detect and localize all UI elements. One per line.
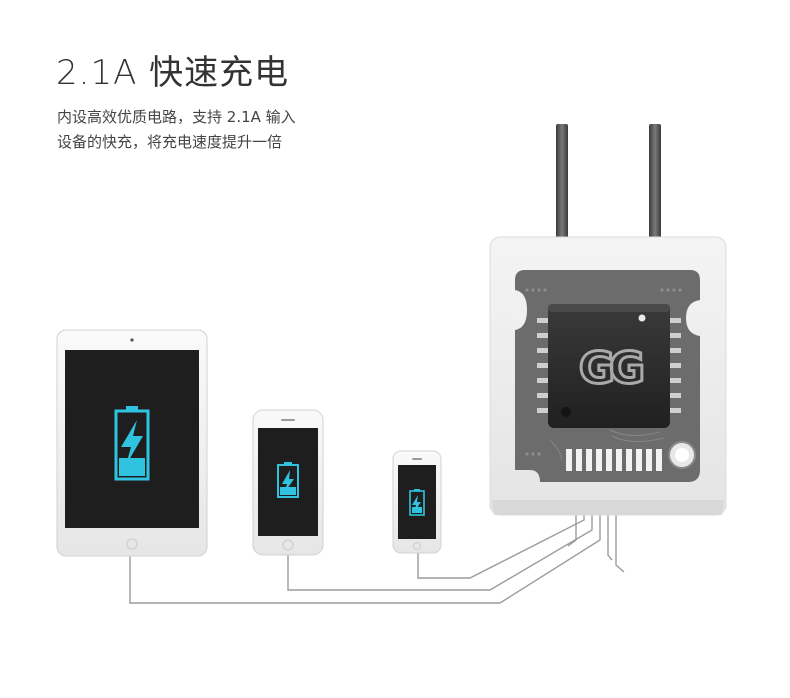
lightning-battery-icon [409,489,425,516]
description: 内设高效优质电路，支持 2.1A 输入 设备的快充，将充电速度提升一倍 [57,105,387,155]
description-line-1: 内设高效优质电路，支持 2.1A 输入 [57,108,296,126]
chip-logo: GG [579,343,642,394]
lightning-battery-icon [277,462,299,498]
headline: 2.1A 快速充电 [56,53,290,93]
phone-small-device [392,450,442,554]
lightning-battery-icon [114,406,150,481]
chip: GG [537,304,681,428]
phone-large-device [252,409,324,556]
description-line-2: 设备的快充，将充电速度提升一倍 [57,133,283,151]
charger-prongs [556,124,661,240]
tablet-device [56,329,208,557]
charging-wires [129,515,625,604]
